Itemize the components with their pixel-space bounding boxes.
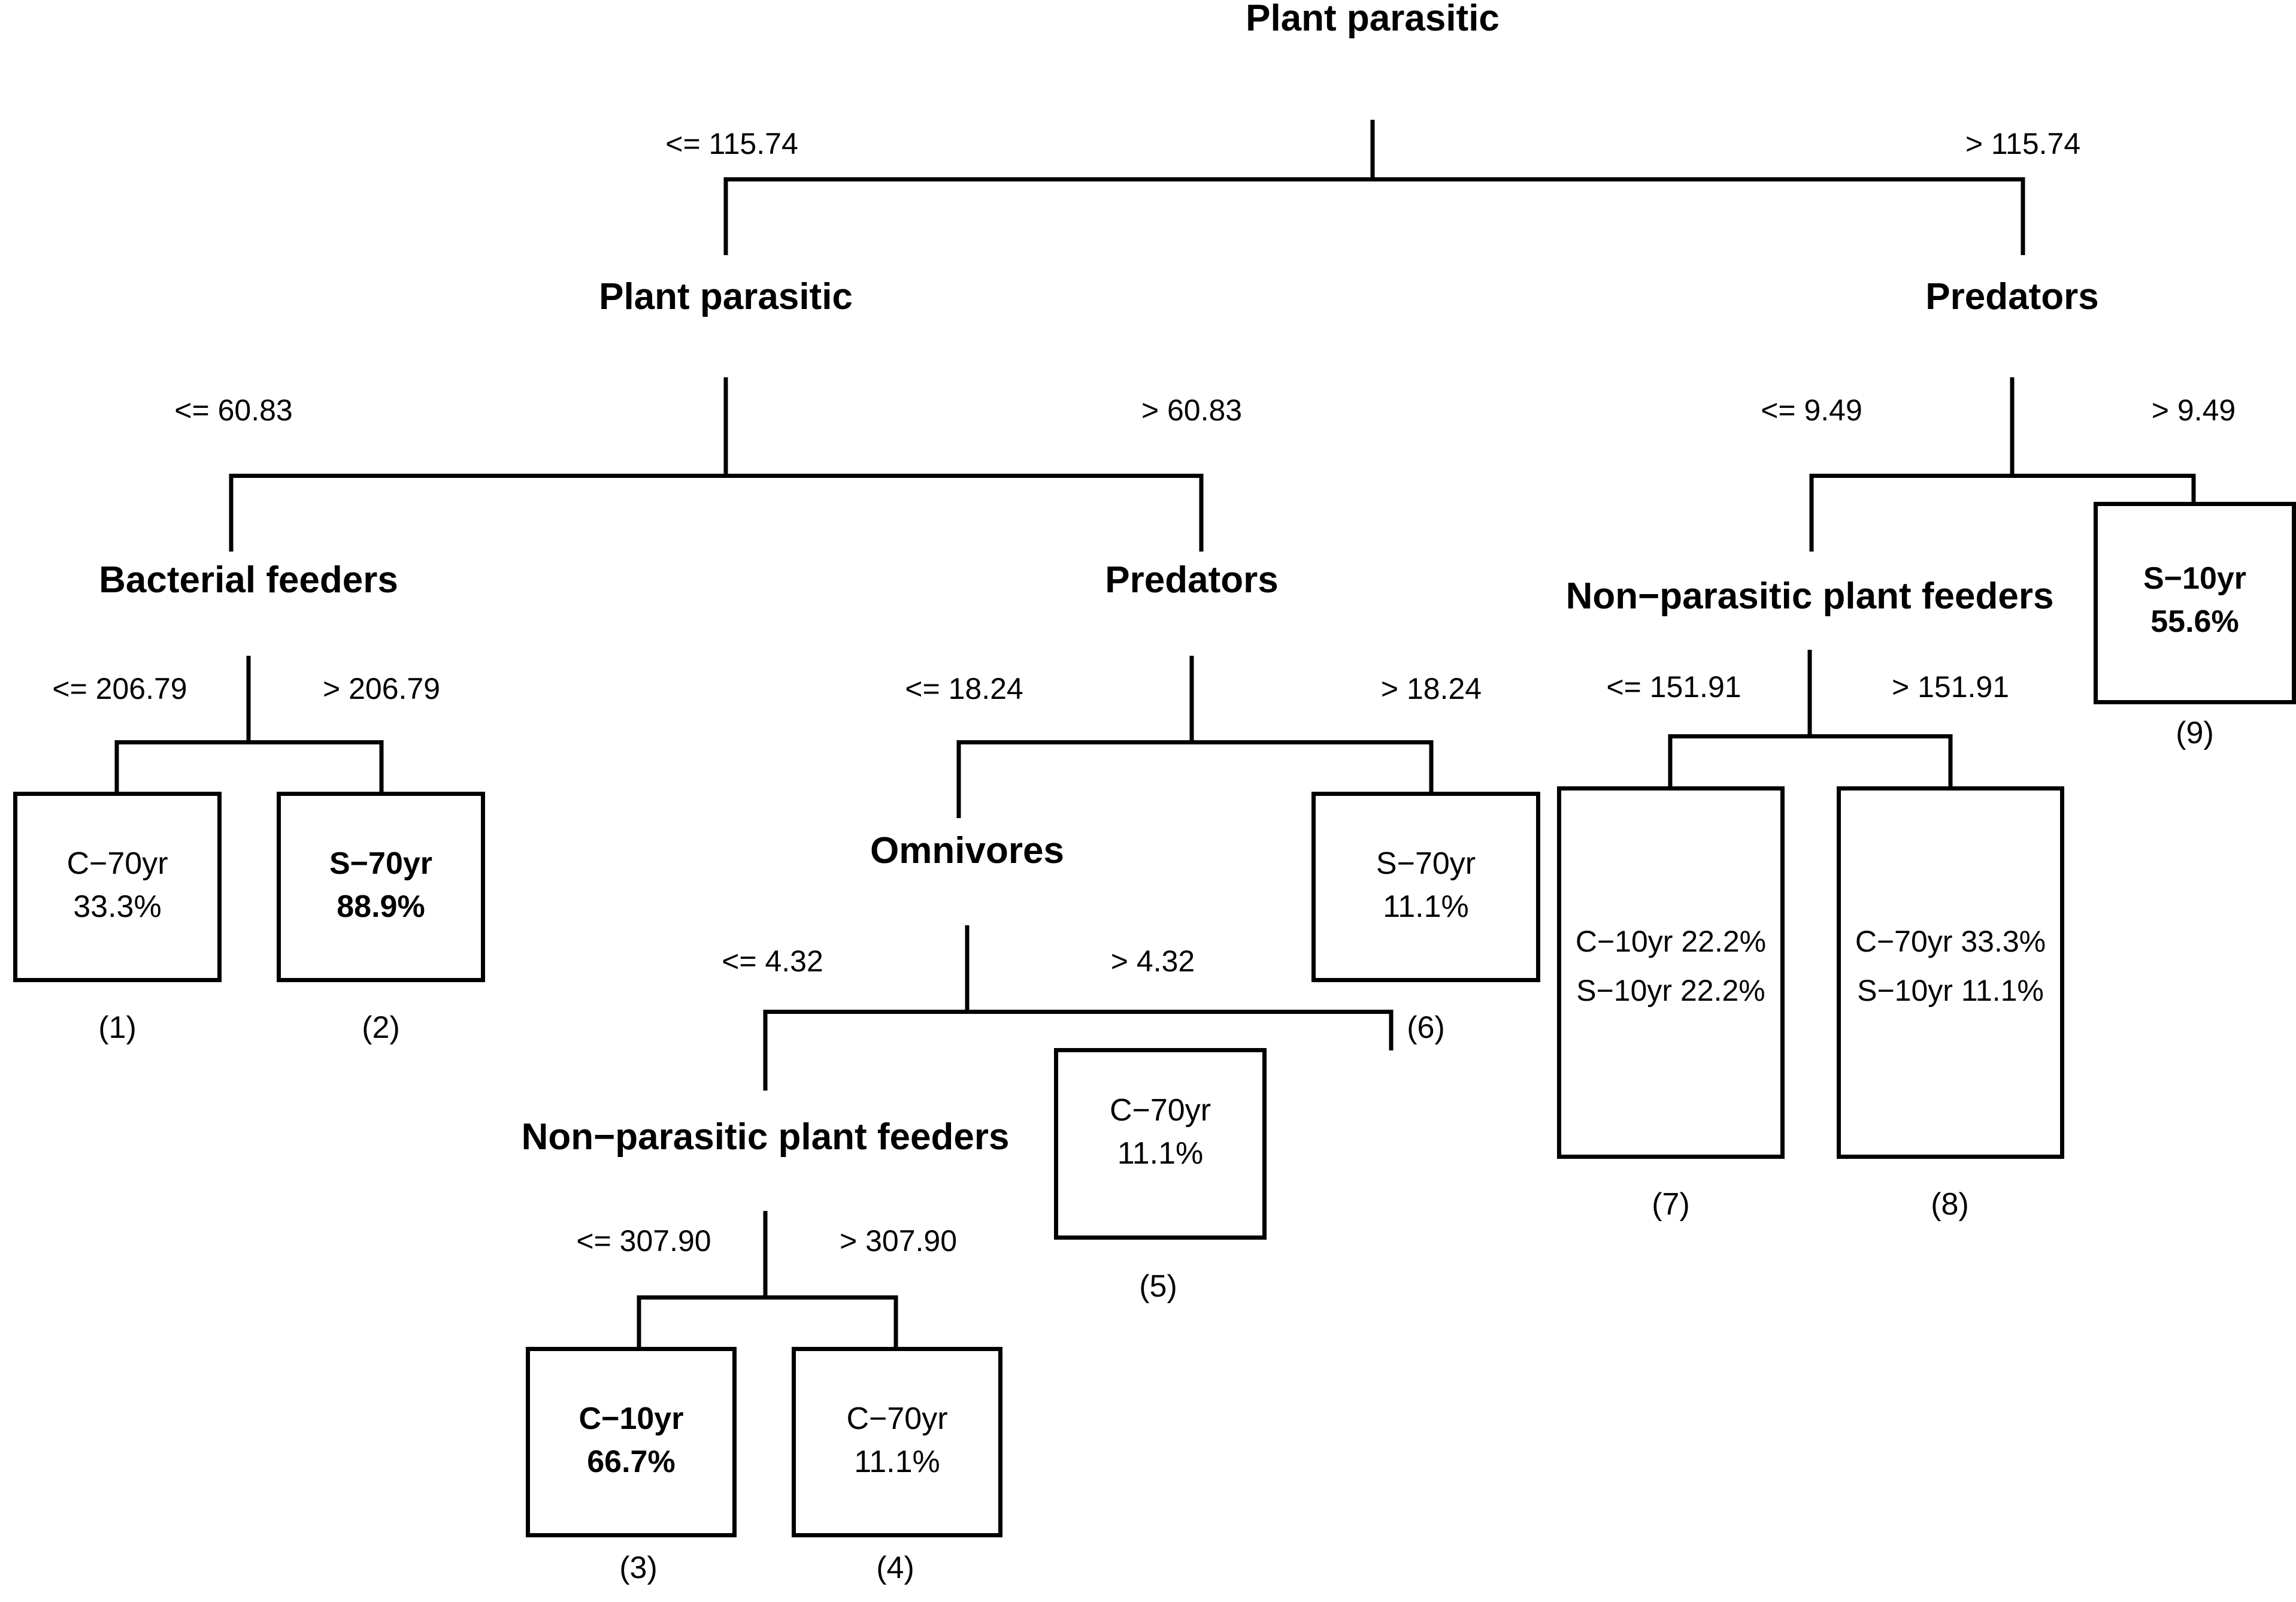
node-label-bacterial-feeders: Bacterial feeders bbox=[99, 559, 398, 601]
leaf-2-line-2: 88.9% bbox=[337, 889, 425, 924]
edge-omn-stem bbox=[965, 925, 970, 1012]
leaf-2-line-1: S−70yr bbox=[329, 846, 433, 881]
split-label-npr-left: <= 151.91 bbox=[1606, 670, 1741, 704]
split-label-predr-right: > 9.49 bbox=[2151, 393, 2236, 427]
edge-predr-right-drop bbox=[2191, 474, 2196, 522]
leaf-box-2: S−70yr 88.9% bbox=[277, 792, 485, 982]
edge-npm-right-drop bbox=[893, 1295, 898, 1349]
leaf-box-3: C−10yr 66.7% bbox=[526, 1347, 737, 1537]
edge-npr-left-drop bbox=[1668, 734, 1673, 788]
node-label-omnivores: Omnivores bbox=[870, 830, 1064, 871]
leaf-9-line-2: 55.6% bbox=[2150, 604, 2239, 639]
edge-root-left-drop bbox=[723, 177, 728, 255]
leaf-index-3: (3) bbox=[619, 1550, 658, 1585]
split-label-npr-right: > 151.91 bbox=[1891, 670, 2010, 704]
edge-bf-horizontal bbox=[115, 740, 383, 744]
edge-omn-horizontal bbox=[764, 1010, 1393, 1014]
leaf-1-line-2: 33.3% bbox=[73, 889, 162, 924]
leaf-index-4: (4) bbox=[876, 1550, 914, 1585]
edge-bf-stem bbox=[246, 656, 251, 743]
split-label-root-left: <= 115.74 bbox=[665, 127, 798, 160]
edge-npm-stem bbox=[763, 1211, 768, 1298]
leaf-6-line-1: S−70yr bbox=[1376, 846, 1476, 881]
leaf-box-9: S−10yr 55.6% bbox=[2094, 502, 2296, 704]
split-label-root-right: > 115.74 bbox=[1965, 127, 2081, 160]
leaf-5-line-1: C−70yr bbox=[1109, 1093, 1211, 1128]
leaf-4-line-1: C−70yr bbox=[846, 1401, 948, 1436]
leaf-6-line-2: 11.1% bbox=[1383, 889, 1469, 924]
node-label-nonparasitic-mid: Non−parasitic plant feeders bbox=[521, 1116, 1010, 1158]
leaf-9-line-1: S−10yr bbox=[2143, 561, 2247, 596]
edge-npm-left-drop bbox=[637, 1295, 641, 1349]
edge-omn-left-drop bbox=[763, 1010, 768, 1091]
leaf-index-2: (2) bbox=[362, 1010, 400, 1045]
leaf-box-4: C−70yr 11.1% bbox=[792, 1347, 1002, 1537]
node-label-root: Plant parasitic bbox=[1246, 0, 1500, 39]
node-label-predators-right: Predators bbox=[1925, 276, 2099, 317]
leaf-box-6: S−70yr 11.1% bbox=[1311, 792, 1540, 982]
split-label-omn-right: > 4.32 bbox=[1110, 944, 1195, 978]
split-label-bf-left: <= 206.79 bbox=[52, 672, 187, 705]
leaf-box-1: C−70yr 33.3% bbox=[13, 792, 222, 982]
edge-predm-right-drop bbox=[1429, 740, 1434, 794]
leaf-box-8: C−70yr 33.3% S−10yr 11.1% bbox=[1837, 786, 2064, 1159]
leaf-1-line-1: C−70yr bbox=[66, 846, 168, 881]
node-label-predators-mid: Predators bbox=[1105, 559, 1279, 601]
node-label-nonparasitic-right: Non−parasitic plant feeders bbox=[1565, 576, 2054, 617]
leaf-7-line-1: C−10yr 22.2% bbox=[1575, 925, 1767, 958]
edge-npr-stem bbox=[1807, 650, 1812, 737]
leaf-8-line-1: C−70yr 33.3% bbox=[1855, 925, 2046, 958]
edge-predm-stem bbox=[1189, 656, 1194, 743]
edge-bf-left-drop bbox=[114, 740, 119, 794]
split-label-pp2-right: > 60.83 bbox=[1141, 393, 1243, 427]
split-label-bf-right: > 206.79 bbox=[322, 672, 441, 705]
leaf-index-7: (7) bbox=[1652, 1187, 1690, 1222]
split-label-omn-left: <= 4.32 bbox=[722, 944, 823, 978]
edge-pp2-stem bbox=[723, 377, 728, 476]
split-label-predr-left: <= 9.49 bbox=[1761, 393, 1862, 427]
edge-predm-horizontal bbox=[957, 740, 1433, 744]
edge-pp2-horizontal bbox=[229, 474, 1203, 478]
leaf-3-line-1: C−10yr bbox=[578, 1401, 684, 1436]
edge-predr-horizontal bbox=[1810, 474, 2195, 478]
edge-bf-right-drop bbox=[379, 740, 384, 794]
split-label-pp2-left: <= 60.83 bbox=[174, 393, 293, 427]
leaf-box-5: C−70yr 11.1% bbox=[1054, 1048, 1267, 1240]
edge-npr-right-drop bbox=[1948, 734, 1953, 788]
edge-predr-left-drop bbox=[1809, 474, 1814, 552]
edge-root-stem bbox=[1370, 120, 1375, 180]
split-label-npm-left: <= 307.90 bbox=[576, 1224, 711, 1258]
leaf-index-9: (9) bbox=[2176, 716, 2214, 750]
leaf-4-line-2: 11.1% bbox=[854, 1444, 940, 1479]
leaf-index-6: (6) bbox=[1407, 1010, 1445, 1045]
split-label-predm-left: <= 18.24 bbox=[905, 672, 1023, 705]
edge-npr-horizontal bbox=[1668, 734, 1952, 738]
edge-root-horizontal bbox=[724, 177, 2025, 181]
edge-root-right-drop bbox=[2021, 177, 2025, 255]
edge-omn-right-drop bbox=[1389, 1010, 1394, 1050]
edge-npm-horizontal bbox=[637, 1295, 898, 1300]
leaf-8-line-2: S−10yr 11.1% bbox=[1857, 974, 2044, 1007]
split-label-predm-right: > 18.24 bbox=[1380, 672, 1482, 705]
leaf-index-1: (1) bbox=[98, 1010, 137, 1045]
edge-predr-stem bbox=[2010, 377, 2015, 476]
leaf-7-line-2: S−10yr 22.2% bbox=[1576, 974, 1765, 1007]
node-label-plant-parasitic-2: Plant parasitic bbox=[599, 276, 853, 317]
leaf-box-7: C−10yr 22.2% S−10yr 22.2% bbox=[1557, 786, 1785, 1159]
edge-pp2-left-drop bbox=[229, 474, 234, 552]
split-label-npm-right: > 307.90 bbox=[839, 1224, 958, 1258]
edge-pp2-right-drop bbox=[1199, 474, 1204, 552]
leaf-index-5: (5) bbox=[1139, 1269, 1177, 1304]
edge-predm-left-drop bbox=[956, 740, 961, 818]
leaf-index-8: (8) bbox=[1931, 1187, 1969, 1222]
leaf-3-line-2: 66.7% bbox=[587, 1444, 676, 1479]
leaf-5-line-2: 11.1% bbox=[1117, 1136, 1204, 1171]
